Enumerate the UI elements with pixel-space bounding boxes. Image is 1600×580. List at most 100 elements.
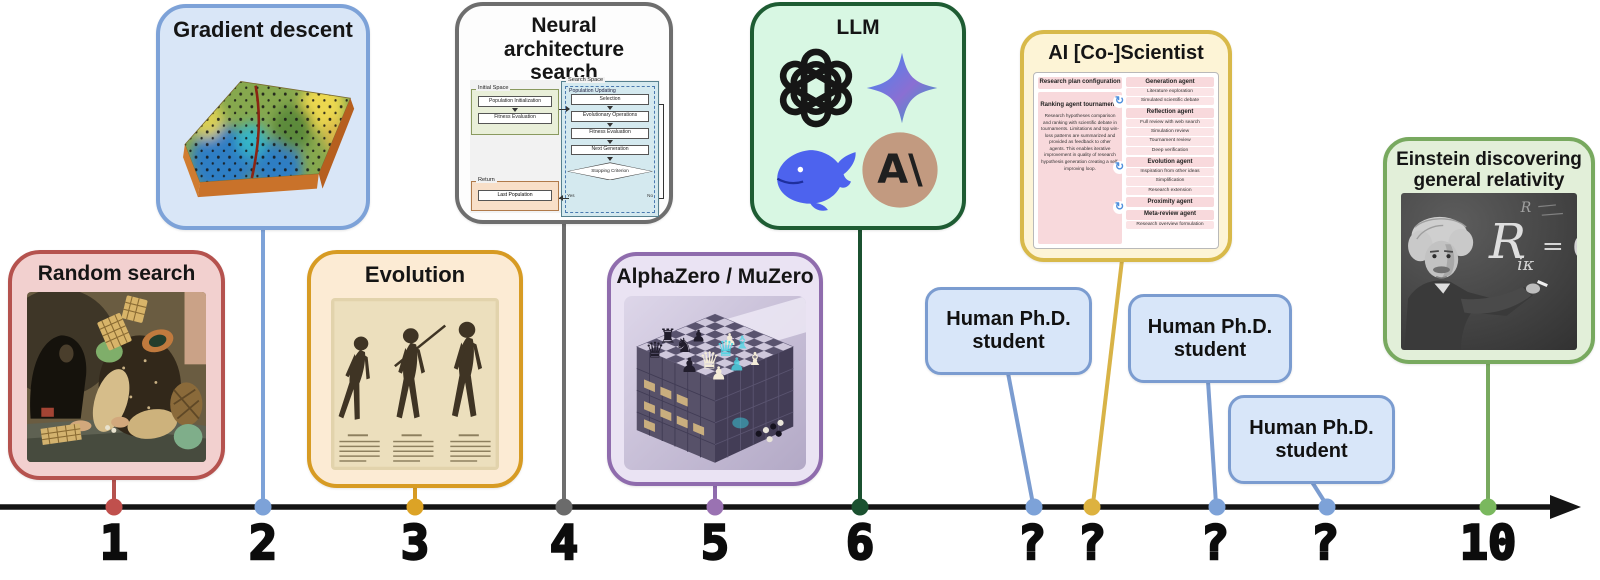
nas-decision-diamond: Stopping Criterion <box>567 162 653 181</box>
nas-last-population: Last Population <box>478 190 552 201</box>
svg-text:♛: ♛ <box>699 347 720 375</box>
tick-label-3: 3 <box>400 516 431 571</box>
axis-arrowhead-icon <box>1550 495 1581 519</box>
evolution-agent-section: Evolution agent Inspiration from other i… <box>1126 157 1214 195</box>
coscientist-title: AI [Co-]Scientist <box>1048 42 1204 64</box>
loss-landscape-image <box>170 52 356 216</box>
alphazero-box: AlphaZero / MuZero <box>607 252 823 486</box>
nas-initial-space-label: Initial Space <box>476 85 511 91</box>
nas-search-space-group: Search Space Population Updating Selecti… <box>561 77 659 217</box>
axis-dot-q1 <box>1025 498 1043 516</box>
svg-text:♝: ♝ <box>734 333 750 354</box>
random-search-box: Random search <box>8 250 225 480</box>
nas-flow-step: Evolutionary Operations <box>571 105 649 122</box>
svg-text:♟: ♟ <box>681 353 699 377</box>
einstein-photo: R R iκ = ( <box>1401 193 1577 350</box>
axis-dot-3 <box>406 498 424 516</box>
cube-left-face <box>636 346 715 463</box>
tick-label-2: 2 <box>248 516 279 571</box>
svg-text:♟: ♟ <box>691 326 706 345</box>
research-plan-box: Research plan configuration <box>1038 77 1122 89</box>
nas-flow-step: Selection <box>571 94 649 105</box>
nas-flow-arrow-icon <box>566 106 570 112</box>
gradient-descent-title: Gradient descent <box>173 17 353 42</box>
einstein-title: Einstein discovering general relativity <box>1396 149 1582 192</box>
nas-flow-line <box>559 109 569 110</box>
refresh-icon: ↻ <box>1113 201 1126 214</box>
alphazero-title: AlphaZero / MuZero <box>616 265 814 288</box>
svg-text:R: R <box>1520 200 1532 216</box>
nas-title: Neural architecture search <box>503 14 625 85</box>
nas-flow-arrow-icon <box>559 195 563 201</box>
nas-flow-step: Fitness Evaluation <box>478 107 552 124</box>
down-arrow-icon <box>607 157 613 162</box>
random-search-image <box>27 292 206 462</box>
archive-drawers <box>644 379 705 436</box>
nas-flow-step: Fitness Evaluation <box>571 122 649 139</box>
tick-label-10: 10 <box>1459 516 1518 571</box>
phd-label: Human Ph.D. student <box>1249 416 1374 462</box>
phd-box-3: Human Ph.D. student <box>1228 395 1395 484</box>
svg-text:♝: ♝ <box>747 349 763 370</box>
svg-text:♛: ♛ <box>716 337 736 362</box>
gradient-descent-box: Gradient descent <box>156 4 370 230</box>
nas-search-space-label: Search Space <box>566 77 606 83</box>
chalk-R: R <box>1488 215 1526 270</box>
down-arrow-icon <box>512 107 518 112</box>
connector-phd-1 <box>1006 372 1035 505</box>
svg-text:♛: ♛ <box>645 339 665 364</box>
go-stones <box>755 419 784 443</box>
random-search-title: Random search <box>37 262 196 285</box>
nas-box: Neural architecture search Initial Space… <box>455 2 673 224</box>
nas-flow-step: Next Generation <box>571 139 649 156</box>
axis-dot-5 <box>706 498 724 516</box>
tick-label-q1: ? <box>1017 516 1048 571</box>
refresh-icon: ↻ <box>1113 161 1126 174</box>
tick-label-q4: ? <box>1310 516 1341 571</box>
agent-task: Deep verification <box>1126 146 1214 155</box>
axis-dot-q2 <box>1083 498 1101 516</box>
chess-pieces: ♜ ♛ ♞ ♟ ♟ ♛ ♟ ♟ ♝ ♛ ♝ ♟ <box>645 324 763 384</box>
agent-task: Full review with web search <box>1126 119 1214 128</box>
gemini-star-logo-icon <box>860 46 944 130</box>
nas-population-updating-label: Population Updating <box>569 88 616 94</box>
down-arrow-icon <box>607 139 613 144</box>
axis-dot-10 <box>1479 498 1497 516</box>
tick-label-q2: ? <box>1077 516 1108 571</box>
cube-right-face <box>715 346 794 463</box>
ranking-agent-box: Ranking agent tournaments Research hypot… <box>1038 91 1122 244</box>
evolution-image <box>331 298 499 470</box>
nas-loop-line <box>659 198 664 199</box>
nas-flow-step: Population Initialization <box>478 96 552 107</box>
phd-box-2: Human Ph.D. student <box>1128 294 1292 383</box>
svg-text:♟: ♟ <box>710 363 726 384</box>
llm-box: LLM <box>750 2 966 230</box>
agent-task: Simulated scientific debate <box>1126 97 1214 106</box>
axis-dot-4 <box>555 498 573 516</box>
svg-text:♟: ♟ <box>729 354 745 375</box>
agent-task: Simplification <box>1126 177 1214 186</box>
nas-return-group: Return Last Population <box>471 177 559 211</box>
connector-phd-2 <box>1206 380 1218 505</box>
tick-label-6: 6 <box>845 516 876 571</box>
svg-text:♟: ♟ <box>722 330 737 349</box>
agent-task: Tournament review <box>1126 137 1214 146</box>
nas-loop-line <box>659 104 664 105</box>
meta-review-agent-section: Meta-review agent Research overview form… <box>1126 209 1214 230</box>
anthropic-logo-icon: A\ <box>860 130 940 210</box>
tick-label-1: 1 <box>99 516 130 571</box>
nas-no-label: No <box>647 193 653 198</box>
tick-label-5: 5 <box>700 516 731 571</box>
down-arrow-icon <box>607 122 613 127</box>
axis-dot-1 <box>105 498 123 516</box>
evolution-box: Evolution <box>307 250 523 488</box>
axis-dot-6 <box>851 498 869 516</box>
einstein-box: Einstein discovering general relativity … <box>1383 137 1595 364</box>
axis-dot-2 <box>254 498 272 516</box>
proximity-agent-section: Proximity agent <box>1126 197 1214 208</box>
deepseek-whale-logo-icon <box>770 130 862 216</box>
